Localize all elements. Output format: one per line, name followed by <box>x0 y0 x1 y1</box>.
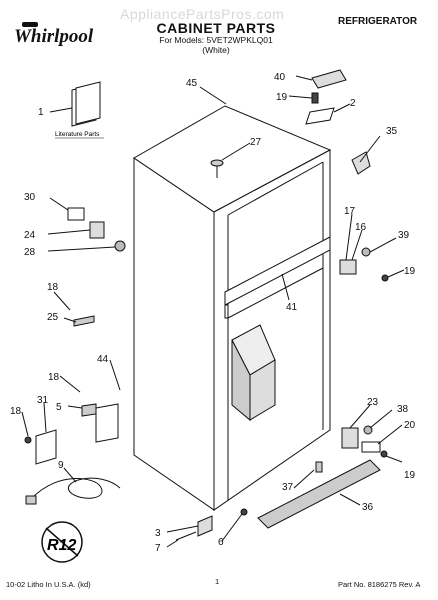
part-24 <box>89 221 105 239</box>
part-5 <box>81 403 97 417</box>
callout-5: 5 <box>56 402 62 413</box>
toe-grille <box>257 459 381 529</box>
callout-3: 3 <box>155 528 161 539</box>
bottom-hinge <box>341 427 359 449</box>
part-number: Part No. 8186275 Rev. A <box>338 580 421 589</box>
models-line: For Models: 5VET2WPKLQ01 <box>159 35 273 45</box>
brand-logo-swoosh <box>22 22 38 27</box>
callout-18: 18 <box>10 406 22 417</box>
callout-31: 31 <box>37 395 49 406</box>
part-35 <box>351 151 371 175</box>
callout-41: 41 <box>286 302 298 313</box>
page-title: CABINET PARTS <box>156 20 276 36</box>
callout-19: 19 <box>404 470 416 481</box>
callout-27: 27 <box>250 137 262 148</box>
center-hinge <box>339 259 357 275</box>
part-31 <box>35 429 57 465</box>
callout-17: 17 <box>344 206 356 217</box>
page-number: 1 <box>215 577 220 586</box>
callout-18: 18 <box>47 282 59 293</box>
callout-24: 24 <box>24 230 36 241</box>
callout-37: 37 <box>282 482 294 493</box>
top-hinge <box>305 107 335 125</box>
callout-19: 19 <box>276 92 288 103</box>
r12-logo-text: R12 <box>47 537 76 554</box>
callout-38: 38 <box>397 404 409 415</box>
callout-44: 44 <box>97 354 109 365</box>
callout-18: 18 <box>48 372 60 383</box>
callout-25: 25 <box>47 312 59 323</box>
callout-23: 23 <box>367 397 379 408</box>
callout-45: 45 <box>186 78 198 89</box>
callout-20: 20 <box>404 420 416 431</box>
callout-7: 7 <box>155 543 161 554</box>
callout-30: 30 <box>24 192 36 203</box>
litho-note: 10-02 Litho In U.S.A. (kd) <box>6 580 91 589</box>
literature-parts-label: Literature Parts <box>55 131 100 138</box>
callout-6: 6 <box>218 537 224 548</box>
hinge-cover <box>311 69 347 89</box>
part-44 <box>95 403 119 443</box>
power-cord <box>31 477 121 499</box>
callout-16: 16 <box>355 222 367 233</box>
category-label: REFRIGERATOR <box>338 16 418 27</box>
hinge-screw <box>311 92 319 104</box>
callout-40: 40 <box>274 72 286 83</box>
part-30 <box>67 207 85 221</box>
part-37 <box>315 461 323 473</box>
callout-2: 2 <box>350 98 356 109</box>
callout-28: 28 <box>24 247 36 258</box>
callout-36: 36 <box>362 502 374 513</box>
watermark: AppliancePartsPros.com <box>120 6 285 22</box>
callout-39: 39 <box>398 230 410 241</box>
top-knob <box>210 159 224 167</box>
part-25 <box>73 315 95 327</box>
literature-parts <box>71 81 101 127</box>
leveler <box>197 515 213 537</box>
callout-1: 1 <box>38 107 44 118</box>
part-28 <box>114 240 126 252</box>
color-line: (White) <box>202 45 230 55</box>
callout-9: 9 <box>58 460 64 471</box>
brand-logo: Whirlpool <box>14 26 94 47</box>
callout-19: 19 <box>404 266 416 277</box>
callout-labels: 4540192352713024281716391941182544185183… <box>10 72 416 554</box>
cabinet-shell <box>133 105 332 511</box>
callout-35: 35 <box>386 126 398 137</box>
